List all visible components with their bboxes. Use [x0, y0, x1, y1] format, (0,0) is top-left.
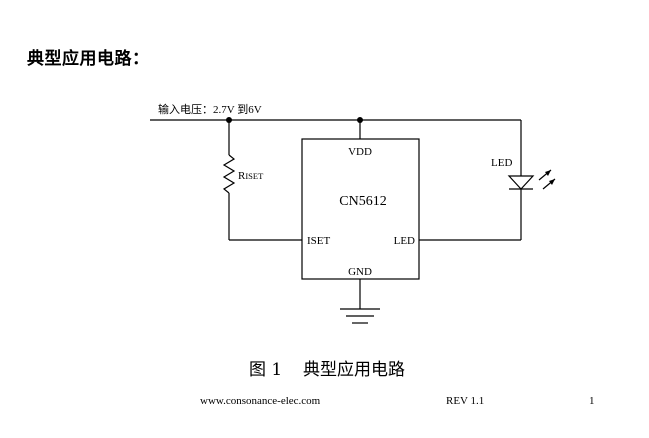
- pin-gnd-label: GND: [348, 266, 372, 278]
- section-heading: 典型应用电路：: [27, 49, 150, 69]
- footer-page-number: 1: [589, 395, 595, 407]
- resistor-label-main: R: [238, 170, 246, 182]
- figure-title: 典型应用电路: [303, 360, 405, 380]
- chip-name-label: CN5612: [339, 194, 386, 209]
- figure-number: 图 1: [249, 360, 283, 380]
- junction-dot-vdd: [357, 117, 363, 123]
- footer-revision: REV 1.1: [446, 395, 485, 407]
- footer-website[interactable]: www.consonance-elec.com: [200, 395, 321, 407]
- resistor-label-sub: ISET: [245, 171, 264, 181]
- pin-led-label: LED: [394, 235, 415, 247]
- led-component-label: LED: [491, 157, 512, 169]
- input-voltage-label: 输入电压：2.7V 到6V: [158, 102, 262, 116]
- junction-dot-resistor: [226, 117, 232, 123]
- pin-iset-label: ISET: [307, 235, 331, 247]
- led-diode-symbol: [507, 175, 535, 190]
- led-arrowhead-1: [545, 170, 551, 176]
- resistor-symbol: [222, 154, 236, 194]
- led-arrowhead-2: [549, 179, 555, 185]
- resistor-label: RISET: [238, 170, 264, 182]
- pin-vdd-label: VDD: [348, 146, 372, 158]
- chip-body: [301, 138, 420, 280]
